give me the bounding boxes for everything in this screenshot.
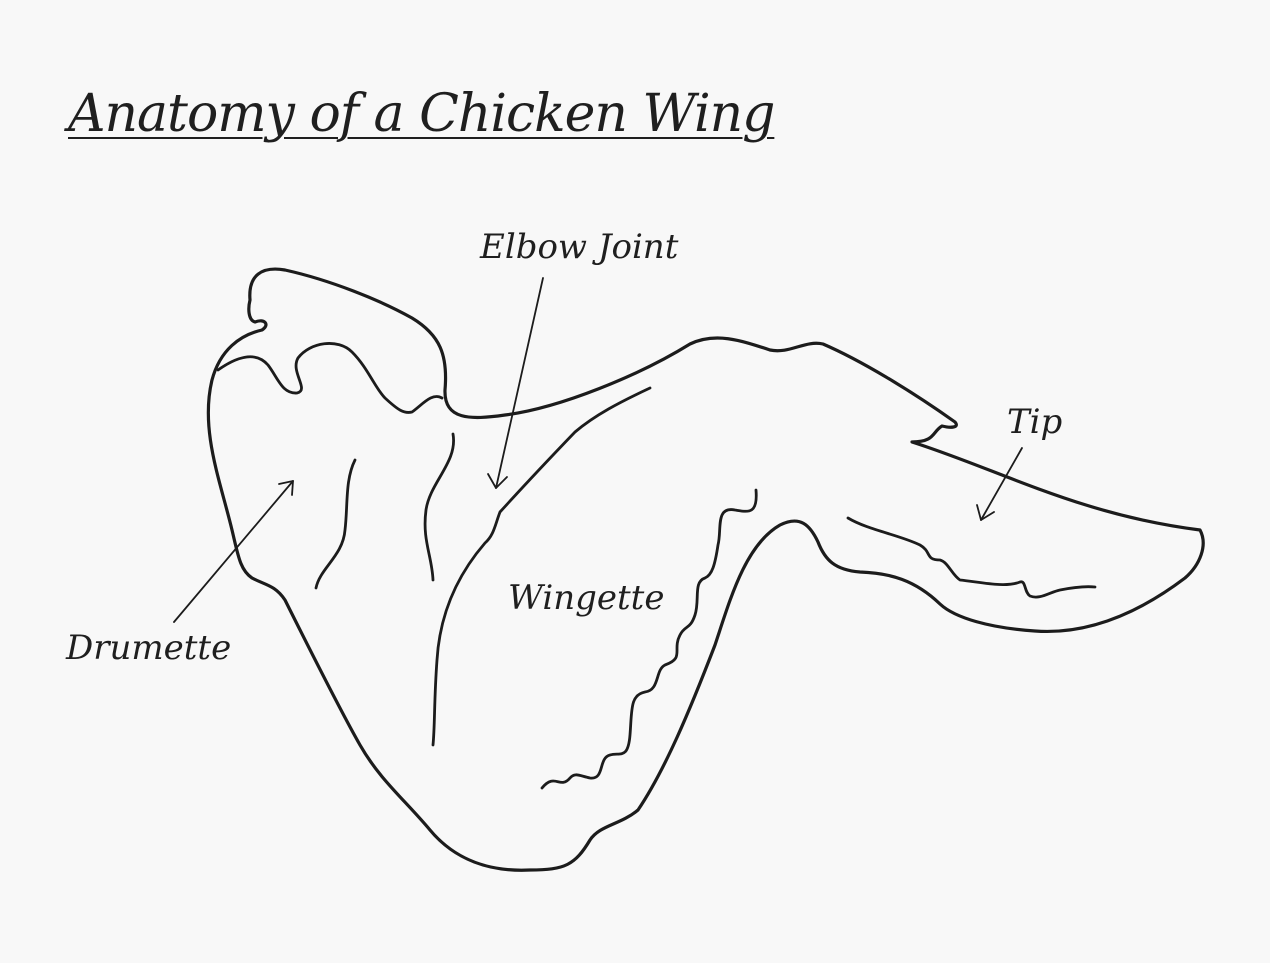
wingette-seam: [431, 386, 652, 747]
elbow-joint-arrow: [495, 277, 544, 489]
wing-outline: [206, 267, 1205, 872]
label-tip: Tip: [1007, 402, 1062, 442]
drumette-muscle-line: [314, 458, 357, 590]
drumette-arrowhead: [278, 480, 294, 496]
label-wingette: Wingette: [508, 578, 664, 618]
tip-arrowhead: [976, 504, 995, 521]
tip-skin-wave: [846, 516, 1097, 599]
elbow-joint-arrowhead: [487, 473, 508, 489]
elbow-crease-line: [423, 432, 455, 582]
page-title: Anatomy of a Chicken Wing: [68, 84, 775, 144]
label-drumette: Drumette: [65, 628, 231, 668]
drumette-arrow: [173, 480, 294, 623]
label-elbow-joint: Elbow Joint: [479, 227, 679, 267]
tip-arrow: [980, 447, 1023, 521]
wingette-skin-wave: [540, 488, 758, 790]
elbow-inner-contour: [216, 342, 444, 414]
